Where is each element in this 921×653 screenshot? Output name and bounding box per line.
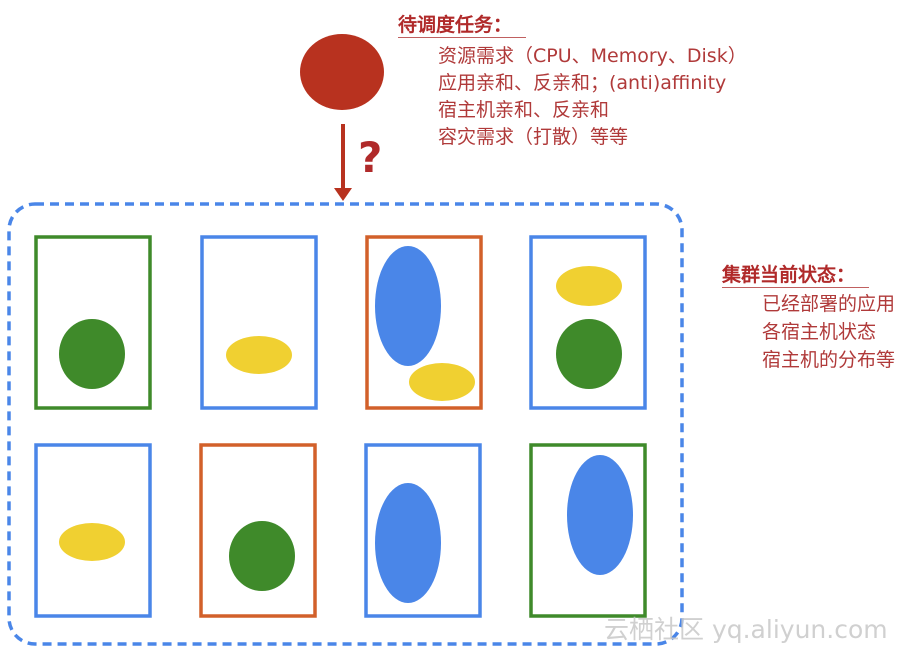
app-blue (567, 455, 633, 575)
cluster-state-item: 已经部署的应用 (762, 293, 896, 315)
app-green (229, 521, 295, 591)
cluster-dashed-boundary (7, 202, 684, 646)
host-1 (34, 235, 152, 410)
host-8 (529, 443, 647, 618)
host-7 (364, 443, 482, 618)
host-2 (200, 235, 318, 410)
cluster-state-item: 宿主机的分布等 (762, 349, 896, 371)
watermark: 云栖社区 yq.aliyun.com (604, 615, 888, 644)
app-blue (375, 246, 441, 366)
app-green (556, 319, 622, 389)
app-yellow (226, 336, 292, 374)
app-yellow (409, 363, 475, 401)
host-4 (529, 235, 647, 410)
app-yellow (556, 266, 622, 306)
pending-task-item: 应用亲和、反亲和；(anti)affinity (438, 72, 727, 94)
down-arrow-icon (334, 124, 352, 201)
app-blue (375, 483, 441, 603)
pending-task-title: 待调度任务： (398, 10, 527, 38)
pending-task-item: 容灾需求（打散）等等 (438, 126, 629, 148)
host-6 (199, 443, 317, 618)
app-yellow (59, 523, 125, 561)
pending-task-item: 资源需求（CPU、Memory、Disk） (438, 45, 747, 67)
pending-task-item: 宿主机亲和、反亲和 (438, 99, 610, 121)
host-3 (365, 235, 483, 410)
host-5 (34, 443, 152, 618)
cluster-state-item: 各宿主机状态 (762, 321, 877, 343)
question-mark: ? (358, 133, 383, 182)
app-green (59, 319, 125, 389)
cluster-state-title: 集群当前状态： (722, 260, 870, 288)
pending-task-circle (300, 34, 384, 110)
